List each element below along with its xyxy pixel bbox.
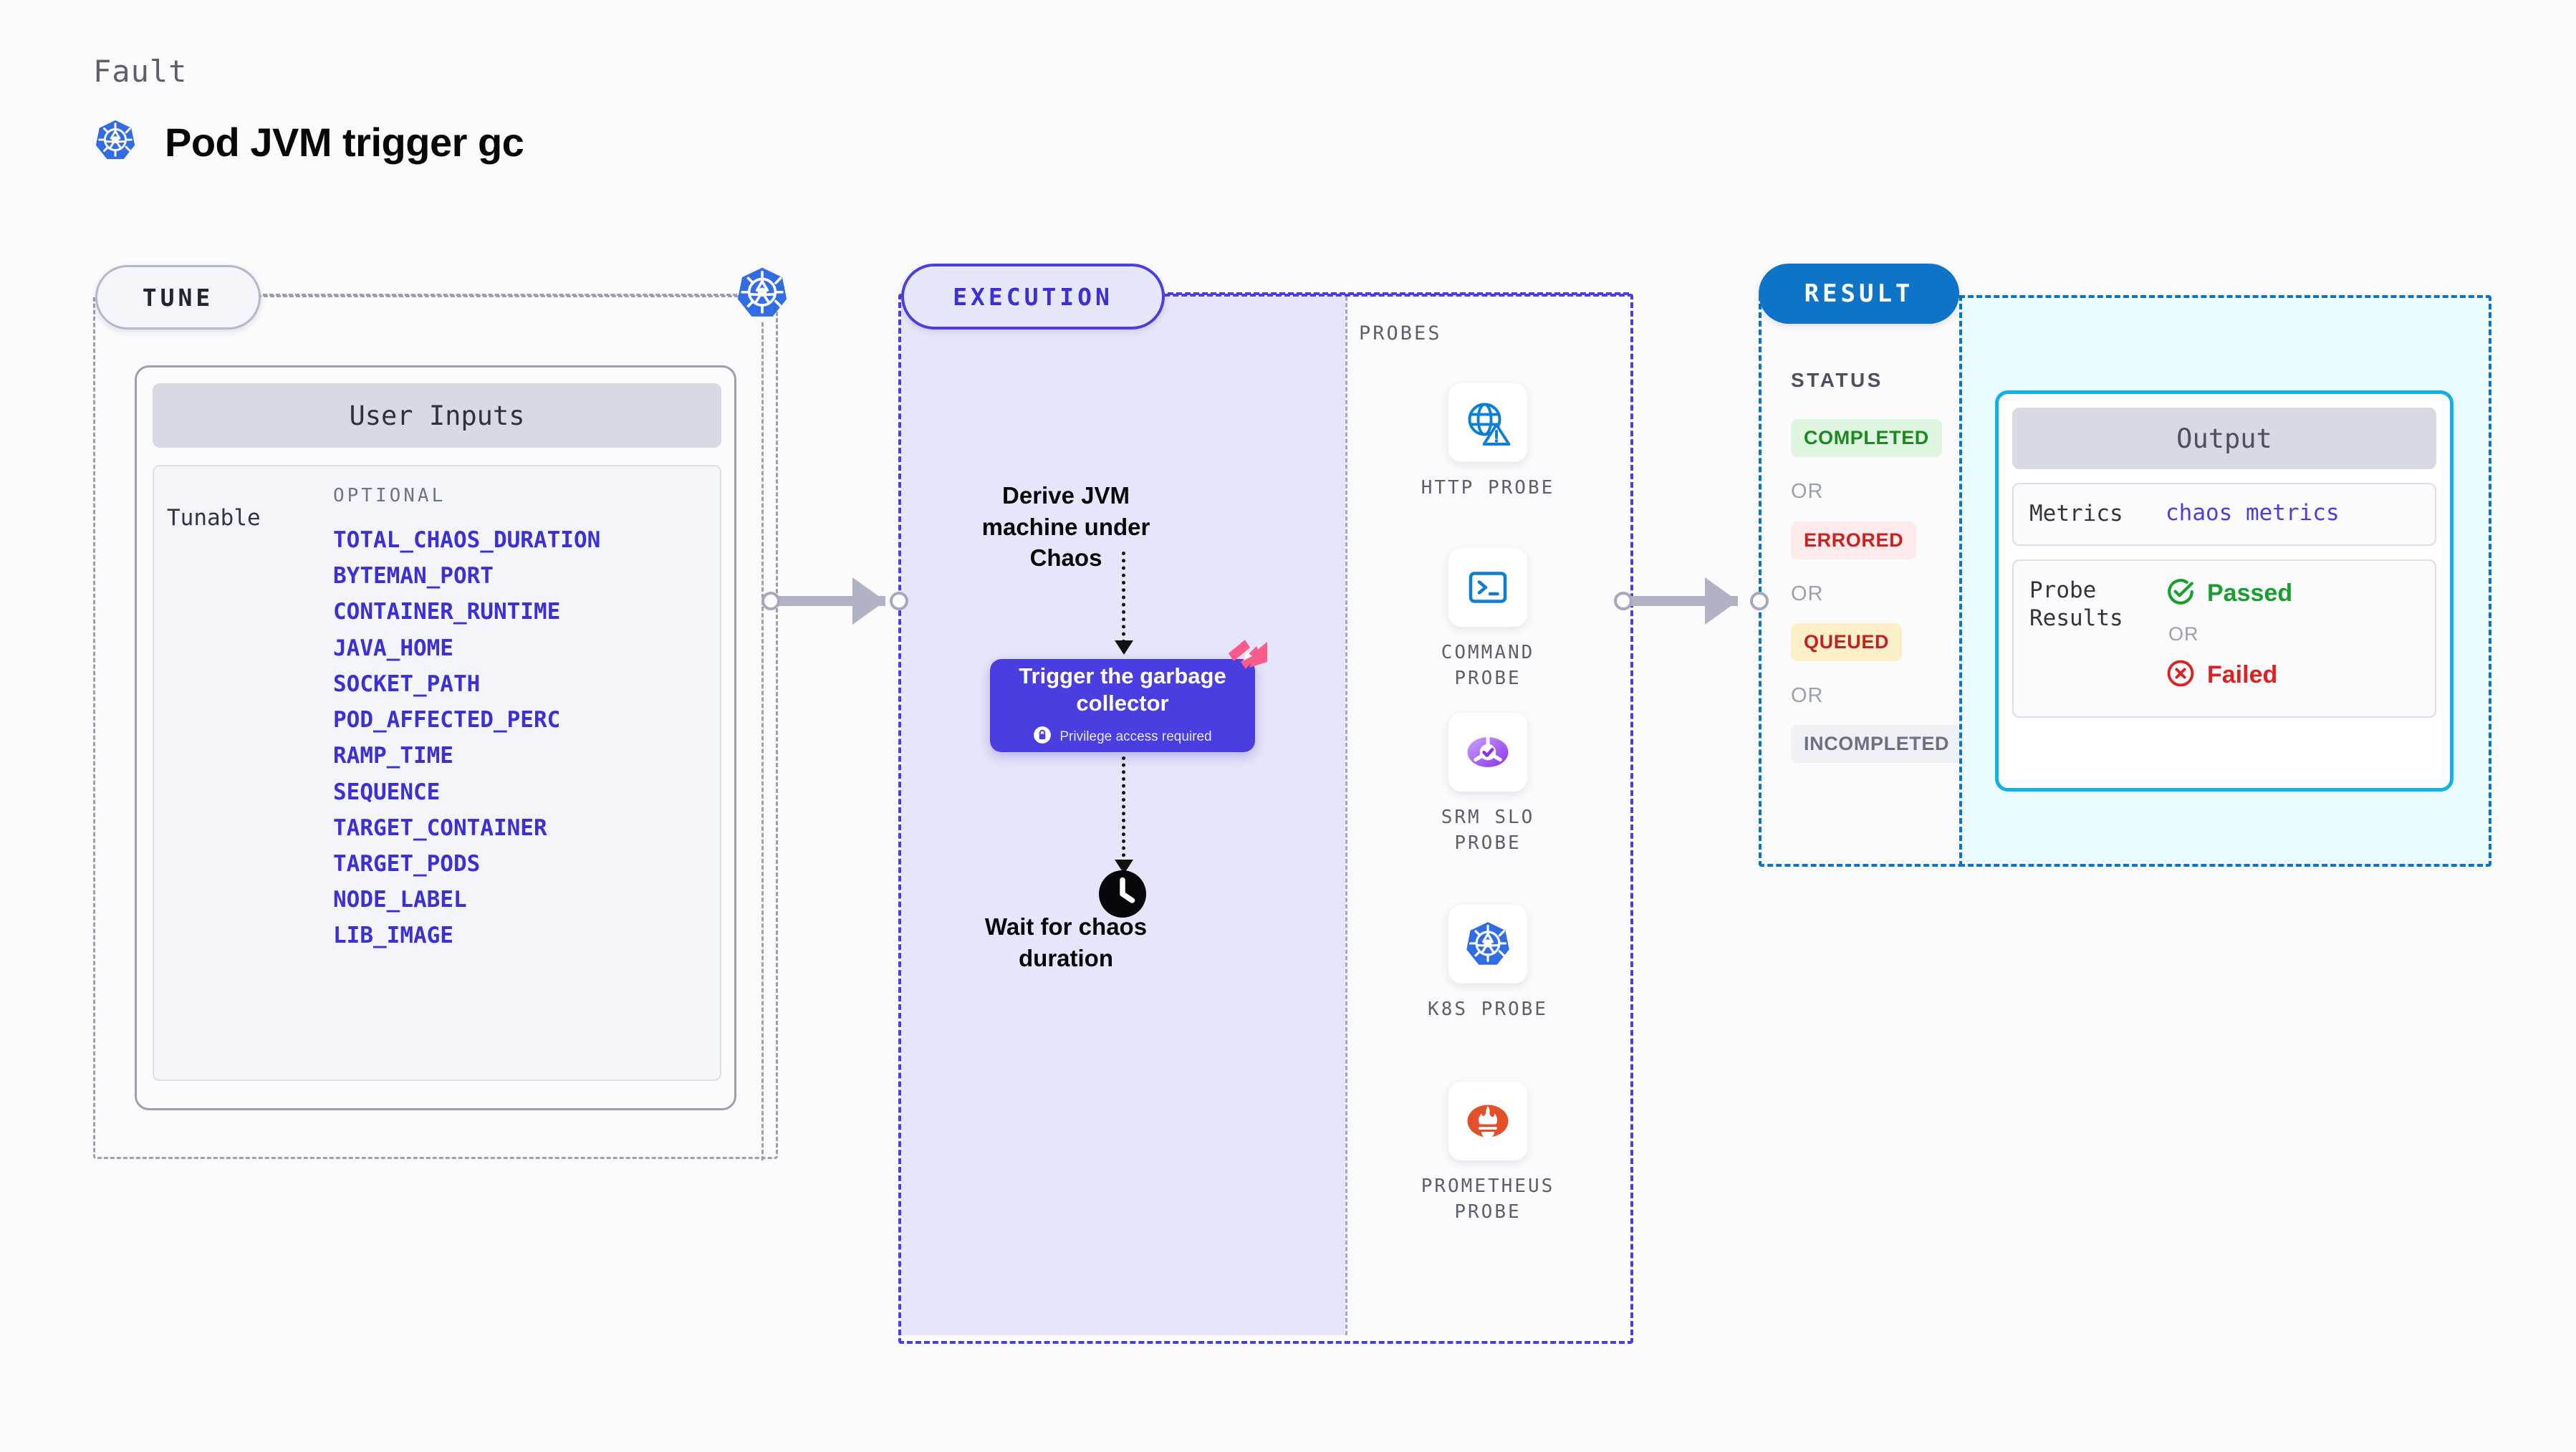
tunable-param[interactable]: TOTAL_CHAOS_DURATION	[333, 527, 601, 553]
execution-section-outline	[898, 294, 1633, 1344]
optional-group-label: OPTIONAL	[333, 485, 446, 506]
kubernetes-icon	[93, 118, 138, 166]
probe-label: K8S PROBE	[1428, 999, 1548, 1020]
tunable-param[interactable]: JAVA_HOME	[333, 635, 453, 661]
prometheus-icon	[1448, 1082, 1527, 1160]
connector-dot	[1750, 592, 1769, 610]
execution-connector-line	[1159, 292, 1629, 295]
output-row-metrics: Metrics chaos metrics	[2012, 483, 2436, 546]
user-inputs-card: User Inputs Tunable OPTIONAL TOTAL_CHAOS…	[135, 365, 736, 1110]
tunable-param[interactable]: TARGET_PODS	[333, 850, 481, 877]
tunable-param[interactable]: SEQUENCE	[333, 779, 441, 805]
tunable-param[interactable]: SOCKET_PATH	[333, 670, 481, 697]
flow-dotted-line	[1122, 756, 1125, 864]
probe-results-key-label: Probe Results	[2029, 577, 2123, 632]
failed-label: Failed	[2207, 660, 2278, 688]
passed-label: Passed	[2207, 579, 2293, 607]
fault-eyebrow-label: Fault	[93, 54, 188, 89]
lock-icon	[1033, 726, 1052, 749]
output-row-probe-results: Probe Results Passed OR	[2012, 559, 2436, 718]
connector-dot	[1614, 592, 1633, 610]
globe-warning-icon	[1448, 383, 1527, 462]
status-badge-errored: ERRORED	[1791, 521, 1917, 559]
check-circle-icon	[2166, 577, 2196, 610]
action-title: Trigger the garbage collector	[1019, 663, 1226, 716]
step-derive-label: Derive JVM machine under Chaos	[981, 482, 1150, 572]
probe-label: HTTP PROBE	[1421, 477, 1555, 499]
tunable-param[interactable]: POD_AFFECTED_PERC	[333, 707, 561, 734]
or-separator: OR	[2168, 622, 2199, 645]
tunable-param[interactable]: LIB_IMAGE	[333, 923, 453, 949]
connector-dot	[890, 592, 908, 610]
probes-section-label: PROBES	[1359, 322, 1442, 345]
status-badge-completed: COMPLETED	[1791, 419, 1942, 457]
probe-label: SRM SLO PROBE	[1441, 807, 1535, 854]
output-title: Output	[2012, 408, 2436, 469]
flow-arrowhead-down	[1115, 640, 1133, 655]
probe-srm-slo[interactable]: SRM SLO PROBE	[1416, 713, 1559, 857]
tunable-param[interactable]: RAMP_TIME	[333, 743, 453, 769]
kubernetes-icon	[734, 265, 790, 324]
tune-connector-line	[256, 294, 744, 296]
srm-slo-icon	[1448, 713, 1527, 792]
output-card: Output Metrics chaos metrics Probe Resul…	[1995, 390, 2454, 792]
flow-arrowhead-down	[1115, 860, 1133, 874]
tunable-row-label: Tunable	[167, 505, 261, 531]
tune-section-outline	[93, 295, 778, 1159]
status-badge-incompleted: INCOMPLETED	[1791, 725, 1963, 763]
tune-connector-vertical	[761, 322, 764, 1160]
tunable-param[interactable]: NODE_LABEL	[333, 887, 467, 913]
page-title: Pod JVM trigger gc	[165, 120, 524, 165]
kubernetes-icon	[1448, 905, 1527, 984]
probe-label: PROMETHEUS PROBE	[1421, 1175, 1555, 1223]
tunable-param[interactable]: BYTEMAN_PORT	[333, 563, 494, 590]
probe-http[interactable]: HTTP PROBE	[1416, 383, 1559, 501]
probe-prometheus[interactable]: PROMETHEUS PROBE	[1416, 1082, 1559, 1226]
privilege-note: Privilege access required	[1033, 726, 1212, 749]
x-circle-icon	[2166, 658, 2196, 692]
action-trigger-gc[interactable]: Trigger the garbage collector Privilege …	[990, 659, 1255, 752]
user-inputs-body: Tunable OPTIONAL TOTAL_CHAOS_DURATION BY…	[153, 465, 721, 1081]
privilege-note-label: Privilege access required	[1059, 729, 1212, 745]
metrics-value[interactable]: chaos metrics	[2166, 500, 2340, 526]
or-separator: OR	[1791, 480, 1824, 503]
page-title-row: Pod JVM trigger gc	[93, 118, 524, 166]
tunable-param[interactable]: CONTAINER_RUNTIME	[333, 599, 561, 625]
probe-result-failed: Failed	[2166, 658, 2292, 692]
probe-k8s[interactable]: K8S PROBE	[1416, 905, 1559, 1023]
connector-arrowhead	[1705, 577, 1738, 625]
metrics-key-label: Metrics	[2029, 501, 2123, 527]
status-badge-queued: QUEUED	[1791, 623, 1903, 661]
tunable-param[interactable]: TARGET_CONTAINER	[333, 814, 547, 841]
connector-arrowhead	[852, 577, 885, 625]
probe-label: COMMAND PROBE	[1441, 642, 1535, 689]
tab-result[interactable]: RESULT	[1759, 264, 1959, 324]
chaos-ribbon-icon	[1226, 638, 1269, 681]
terminal-icon	[1448, 548, 1527, 627]
step-wait-label: Wait for chaos duration	[984, 913, 1148, 971]
probes-divider	[1345, 297, 1347, 1335]
probe-command[interactable]: COMMAND PROBE	[1416, 548, 1559, 692]
or-separator: OR	[1791, 582, 1824, 605]
flow-dotted-line	[1122, 552, 1125, 643]
status-section-label: STATUS	[1791, 369, 1883, 391]
probe-result-passed: Passed	[2166, 577, 2292, 610]
or-separator: OR	[1791, 684, 1824, 707]
user-inputs-title: User Inputs	[153, 383, 721, 448]
connector-dot	[761, 592, 780, 610]
clock-icon	[1097, 868, 1148, 923]
tab-execution[interactable]: EXECUTION	[901, 264, 1165, 330]
tab-tune[interactable]: TUNE	[95, 265, 261, 330]
